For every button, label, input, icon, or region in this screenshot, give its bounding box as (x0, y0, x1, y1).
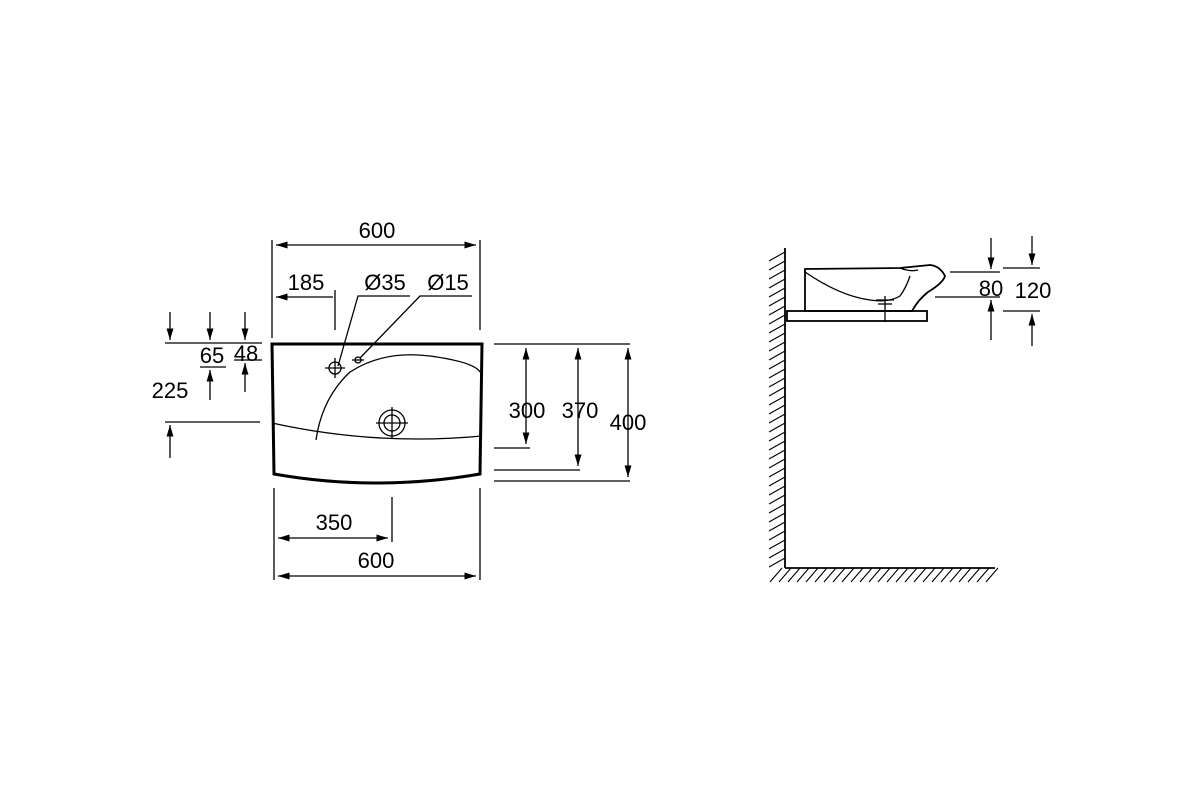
hatch-line (769, 567, 783, 583)
hatch-line (768, 557, 786, 568)
hatch-line (768, 332, 786, 343)
hatch-line (768, 440, 786, 451)
hatch-line (768, 314, 786, 325)
dim-height-120: 120 (1015, 278, 1052, 303)
floor-hatching (769, 567, 999, 583)
basin-profile (804, 264, 946, 312)
hatch-line (768, 449, 786, 460)
hatch-line (768, 359, 786, 370)
hatch-line (768, 458, 786, 469)
hatch-line (787, 567, 801, 583)
hatch-line (958, 567, 972, 583)
hatch-line (850, 567, 864, 583)
dim-depth-400: 400 (610, 410, 647, 435)
hatch-line (768, 485, 786, 496)
hatch-line (768, 377, 786, 388)
hatch-line (768, 494, 786, 505)
dim-depth-300: 300 (509, 398, 546, 423)
hatch-line (768, 251, 786, 262)
hatch-line (768, 278, 786, 289)
hatch-line (841, 567, 855, 583)
hatch-line (768, 476, 786, 487)
dim-tap-diameter: Ø35 (364, 270, 406, 295)
hatch-line (985, 567, 999, 583)
hatch-line (768, 422, 786, 433)
basin-front-curve (271, 422, 483, 440)
hatch-line (768, 269, 786, 280)
hatch-line (768, 305, 786, 316)
hatch-line (814, 567, 828, 583)
hatch-line (904, 567, 918, 583)
hatch-line (976, 567, 990, 583)
hatch-line (895, 567, 909, 583)
hatch-line (768, 404, 786, 415)
hatch-line (886, 567, 900, 583)
dim-height-80: 80 (979, 276, 1003, 301)
hatch-line (768, 395, 786, 406)
bowl-curve (315, 354, 481, 441)
hatch-line (768, 368, 786, 379)
hatch-line (768, 296, 786, 307)
hatch-line (868, 567, 882, 583)
hatch-line (768, 530, 786, 541)
dim-offset-tap: 185 (288, 270, 325, 295)
drain-hole (376, 407, 408, 439)
hatch-line (768, 323, 786, 334)
hatch-line (768, 539, 786, 550)
hatch-line (768, 350, 786, 361)
hatch-line (922, 567, 936, 583)
hatch-line (823, 567, 837, 583)
hatch-line (949, 567, 963, 583)
side-view: 80 120 (768, 236, 1052, 583)
hatch-line (967, 567, 981, 583)
hatch-line (768, 341, 786, 352)
hatch-line (768, 467, 786, 478)
wall-hatching (768, 251, 786, 568)
hatch-line (805, 567, 819, 583)
dim-drain-offset: 350 (316, 510, 353, 535)
dim-left-225: 225 (152, 378, 189, 403)
dim-depth-370: 370 (562, 398, 599, 423)
dim-left-65: 65 (200, 343, 224, 368)
hatch-line (940, 567, 954, 583)
hatch-line (768, 260, 786, 271)
hatch-line (768, 503, 786, 514)
basin-outline (270, 342, 484, 485)
dim-left-48: 48 (234, 341, 258, 366)
tap-hole (325, 358, 345, 378)
hatch-line (931, 567, 945, 583)
hatch-line (768, 512, 786, 523)
dim-overflow-diameter: Ø15 (427, 270, 469, 295)
dim-width-bottom: 600 (358, 548, 395, 573)
overflow-hole (352, 356, 364, 364)
dim-width-top: 600 (359, 218, 396, 243)
hatch-line (768, 521, 786, 532)
hatch-line (768, 431, 786, 442)
hatch-line (768, 386, 786, 397)
hatch-line (768, 287, 786, 298)
hatch-line (832, 567, 846, 583)
hatch-line (877, 567, 891, 583)
countertop-slab (786, 310, 928, 322)
hatch-line (913, 567, 927, 583)
hatch-line (778, 567, 792, 583)
hatch-line (796, 567, 810, 583)
hatch-line (859, 567, 873, 583)
plan-view: 600 185 Ø35 Ø15 225 65 48 (152, 218, 647, 580)
hatch-line (768, 548, 786, 559)
hatch-line (768, 413, 786, 424)
